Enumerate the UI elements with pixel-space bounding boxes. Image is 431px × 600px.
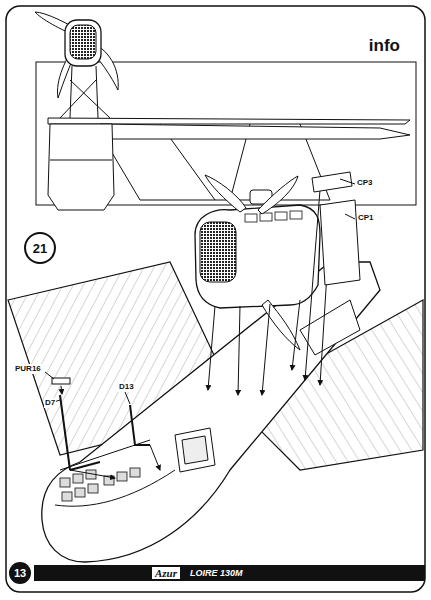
kit-title: LOIRE 130M <box>190 568 243 578</box>
part-label: D7 <box>44 398 56 408</box>
number-text: 21 <box>33 241 47 256</box>
part-label: PUR16 <box>14 364 42 374</box>
step-number: 21 <box>24 232 56 264</box>
part-label: D13 <box>118 382 135 392</box>
title-band: Azur LOIRE 130M <box>34 565 425 581</box>
part-label: CP3 <box>356 178 374 188</box>
number-text: 13 <box>14 567 26 579</box>
page-number: 13 <box>9 562 31 584</box>
section-heading: info <box>369 36 400 55</box>
brand-logo: Azur <box>152 567 180 579</box>
part-label: CP1 <box>357 213 375 223</box>
info-frame: info <box>330 36 400 60</box>
